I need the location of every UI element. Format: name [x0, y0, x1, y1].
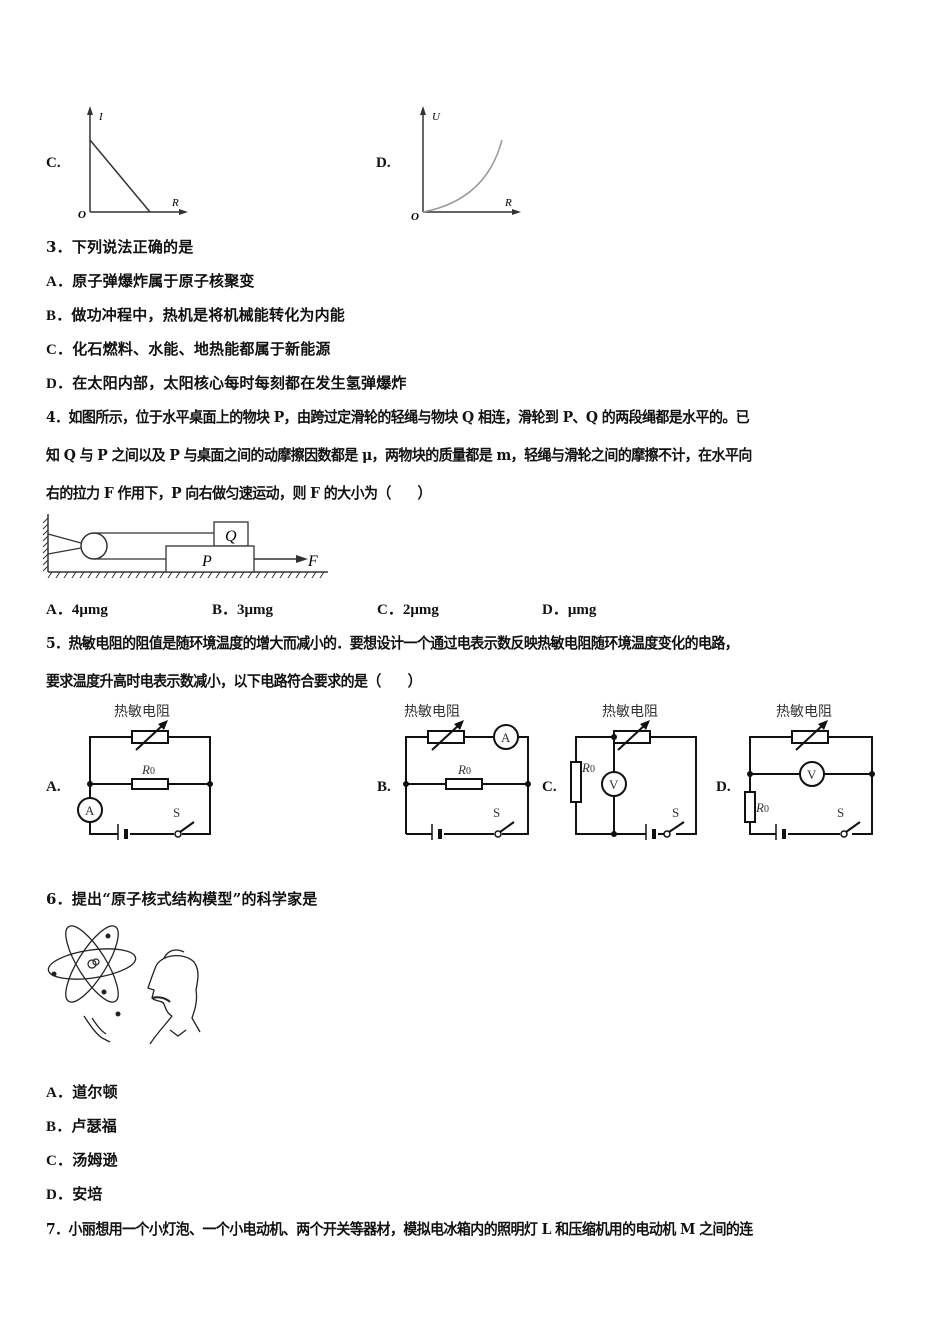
circuit-a: 热敏电阻 R0 A S: [77, 704, 213, 840]
block-p: [165, 545, 255, 573]
svg-text:A: A: [501, 730, 511, 745]
graph-u-vs-r: U R O: [411, 106, 521, 220]
resistor-r0: [445, 778, 483, 790]
svg-text:R0: R0: [581, 760, 595, 775]
origin-label: O: [411, 211, 419, 220]
q4-stem-line-1: 4．如图所示，位于水平桌面上的物块 P，由跨过定滑轮的轻绳与物块 Q 相连，滑轮…: [46, 408, 750, 426]
switch: [663, 830, 671, 838]
svg-text:S: S: [837, 805, 844, 820]
atom-scientist-illustration: [47, 925, 201, 1045]
voltmeter: [799, 761, 825, 787]
q4-option-b[interactable]: B．3μmg: [212, 602, 274, 618]
q6-option-d[interactable]: D．安培: [46, 1185, 103, 1203]
x-axis-label: R: [504, 197, 512, 209]
pulley: [80, 532, 108, 560]
svg-text:热敏电阻: 热敏电阻: [404, 704, 460, 720]
q4-option-c[interactable]: C．2μmg: [377, 602, 439, 618]
resistor-r0: [131, 778, 169, 790]
origin-label: O: [78, 209, 86, 220]
circuit-b: 热敏电阻 A R0 S: [403, 704, 531, 840]
svg-text:S: S: [173, 805, 180, 820]
q5-option-b-label[interactable]: B.: [377, 779, 391, 795]
circuit-d: 热敏电阻 V R0 S: [744, 704, 875, 840]
svg-text:S: S: [672, 805, 679, 820]
q4-stem-line-3: 右的拉力 F 作用下，P 向右做匀速运动，则 F 的大小为（ ）: [46, 484, 431, 502]
svg-text:S: S: [493, 805, 500, 820]
svg-text:R0: R0: [755, 800, 769, 815]
svg-text:V: V: [807, 767, 817, 782]
q5-stem-line-2: 要求温度升高时电表示数减小，以下电路符合要求的是（ ）: [46, 672, 422, 690]
q3-option-d[interactable]: D．在太阳内部，太阳核心每时每刻都在发生氢弹爆炸: [46, 374, 407, 392]
switch: [494, 830, 502, 838]
q5-option-c-label[interactable]: C.: [542, 779, 557, 795]
q6-option-a[interactable]: A．道尔顿: [46, 1083, 118, 1101]
q2-option-d: D.: [376, 152, 391, 172]
y-axis-label: U: [432, 111, 441, 123]
svg-text:P: P: [201, 553, 212, 570]
voltmeter: [601, 771, 627, 797]
switch: [174, 830, 182, 838]
circuit-c: 热敏电阻 R0 V S: [570, 704, 697, 840]
svg-text:热敏电阻: 热敏电阻: [602, 704, 658, 720]
pulley-block-diagram: Q P F: [42, 514, 328, 579]
svg-text:R0: R0: [457, 762, 471, 777]
svg-text:热敏电阻: 热敏电阻: [776, 704, 832, 720]
q5-option-d-label[interactable]: D.: [716, 779, 731, 795]
q4-stem-line-2: 知 Q 与 P 之间以及 P 与桌面之间的动摩擦因数都是 μ，两物块的质量都是 …: [46, 446, 752, 464]
scientist-portrait: [83, 949, 201, 1045]
q7-stem: 7．小丽想用一个小灯泡、一个小电动机、两个开关等器材，模拟电冰箱内的照明灯 L …: [46, 1220, 753, 1238]
q6-option-c[interactable]: C．汤姆逊: [46, 1151, 118, 1169]
y-axis-label: I: [98, 111, 104, 123]
q5-option-a-label[interactable]: A.: [46, 779, 61, 795]
svg-text:A: A: [85, 803, 95, 818]
resistor-r0: [570, 761, 582, 803]
ammeter: [77, 797, 103, 823]
q6-stem: 6．提出“原子核式结构模型”的科学家是: [46, 890, 318, 908]
option-label: C.: [46, 155, 61, 171]
atom-icon: [47, 925, 137, 1003]
q3-option-c[interactable]: C．化石燃料、水能、地热能都属于新能源: [46, 340, 331, 358]
resistor-r0: [744, 791, 756, 823]
q3-stem: 3．下列说法正确的是: [46, 238, 194, 256]
svg-text:Q: Q: [225, 528, 237, 545]
q3-option-b[interactable]: B．做功冲程中，热机是将机械能转化为内能: [46, 306, 346, 324]
switch: [840, 830, 848, 838]
ammeter: [493, 724, 519, 750]
q6-option-b[interactable]: B．卢瑟福: [46, 1117, 118, 1135]
svg-text:V: V: [609, 777, 619, 792]
q3-option-a[interactable]: A．原子弹爆炸属于原子核聚变: [46, 272, 255, 290]
svg-text:R0: R0: [141, 762, 155, 777]
graph-i-vs-r: I R O: [78, 106, 188, 220]
force-arrow-icon: [296, 555, 308, 563]
floor-hatching: [47, 571, 325, 579]
svg-text:F: F: [307, 553, 318, 570]
option-label: D.: [376, 155, 391, 171]
q4-option-a[interactable]: A．4μmg: [46, 602, 108, 618]
q2-option-c: C.: [46, 152, 61, 172]
q4-option-d[interactable]: D．μmg: [542, 602, 597, 618]
svg-text:热敏电阻: 热敏电阻: [114, 704, 170, 720]
q5-stem-line-1: 5．热敏电阻的阻值是随环境温度的增大而减小的．要想设计一个通过电表示数反映热敏电…: [46, 634, 739, 652]
x-axis-label: R: [171, 197, 179, 209]
